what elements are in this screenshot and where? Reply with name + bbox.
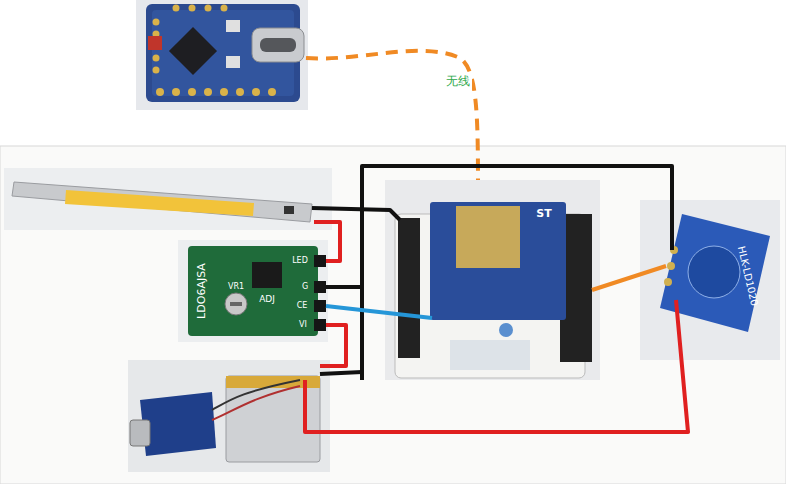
brand-logo: ST: [536, 208, 551, 220]
board-name: LDO6AJSA: [196, 263, 208, 319]
pin-name: CE: [297, 302, 308, 311]
pin-name: ADJ: [259, 295, 275, 305]
pin-name: G: [302, 283, 308, 292]
pin-name: LED: [292, 257, 308, 266]
part-name: VR1: [228, 283, 244, 292]
wireless-label: 无线: [444, 74, 472, 89]
pin-name: VI: [299, 321, 307, 330]
